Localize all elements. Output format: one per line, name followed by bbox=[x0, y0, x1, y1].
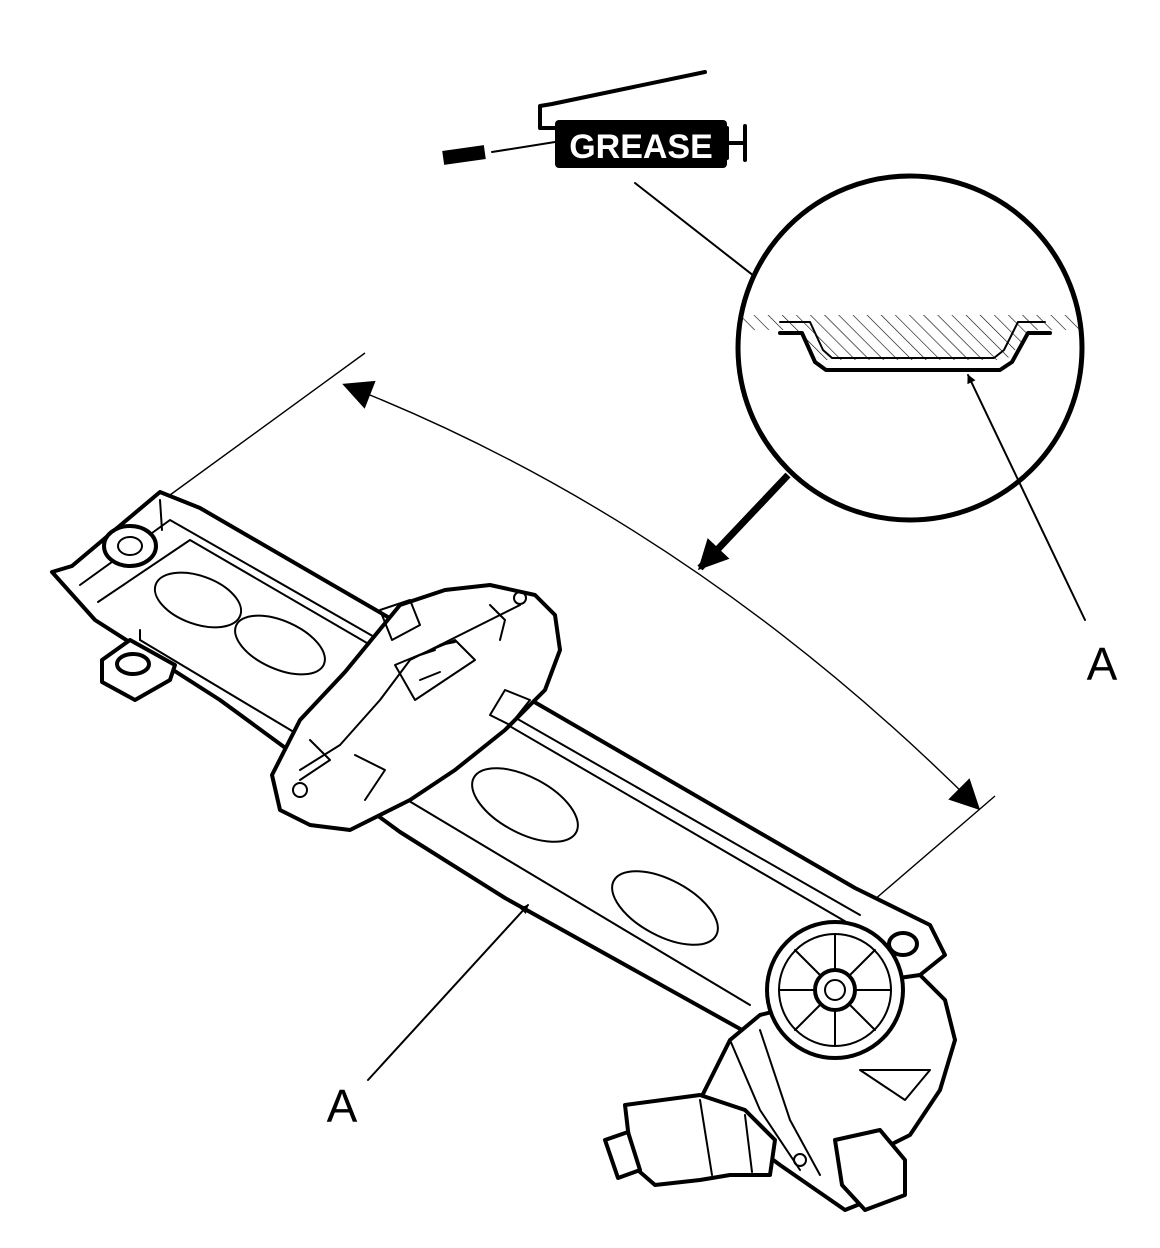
detail-callout-label: A bbox=[1087, 638, 1118, 690]
rail-callout-leader bbox=[367, 904, 529, 1081]
rail-cross-section-detail bbox=[735, 173, 1085, 523]
glass-carrier-bracket bbox=[270, 583, 562, 832]
detail-arrow bbox=[697, 472, 791, 571]
detail-callout-leader bbox=[967, 374, 1086, 621]
regulator-motor bbox=[603, 920, 957, 1212]
grease-label: GREASE bbox=[569, 128, 713, 166]
regulator-rail bbox=[50, 490, 947, 1042]
rail-callout-label: A bbox=[327, 1080, 358, 1132]
grease-gun-icon: GREASE bbox=[442, 70, 747, 168]
